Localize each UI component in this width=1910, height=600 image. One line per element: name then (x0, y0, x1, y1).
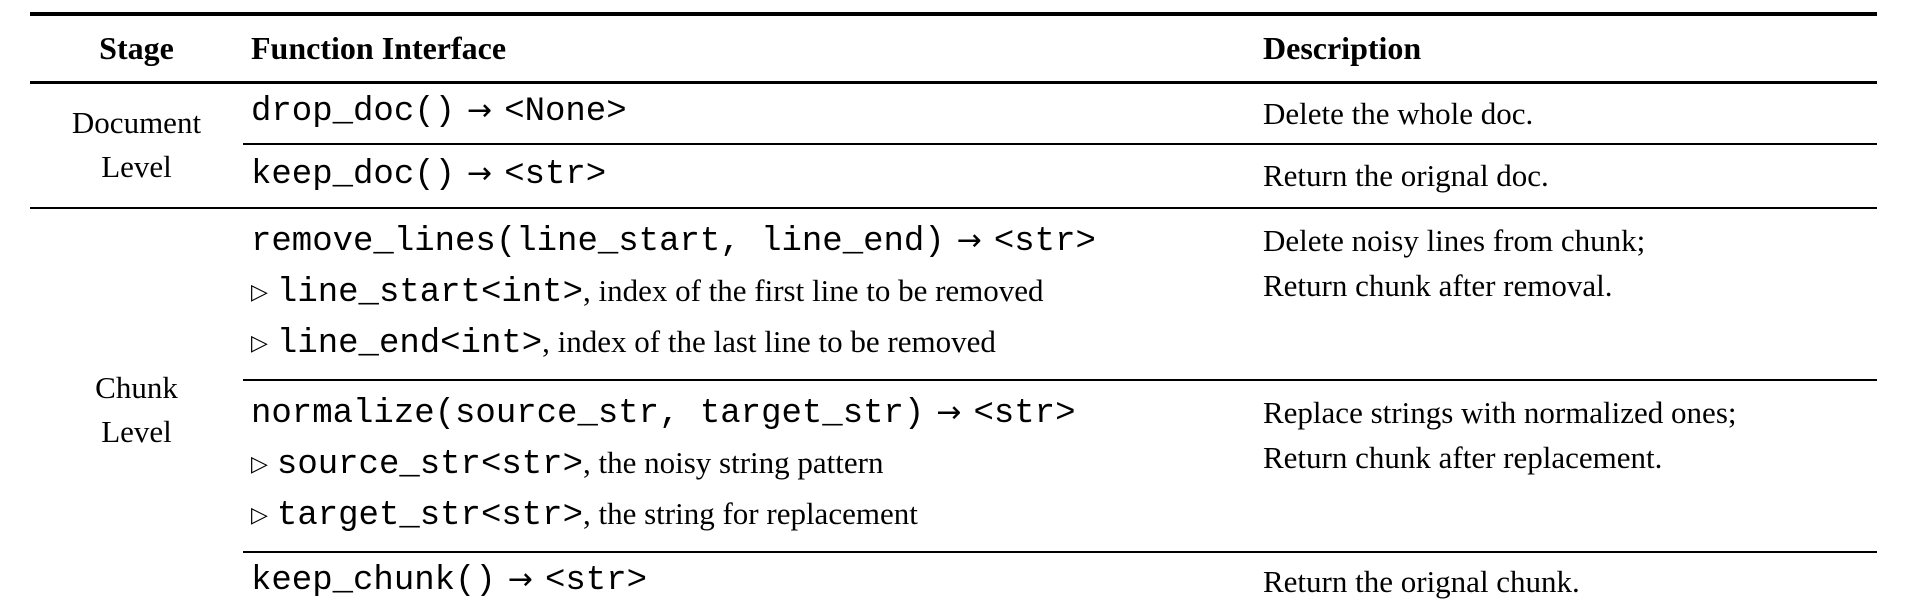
description-cell-drop-doc: Delete the whole doc. (1255, 82, 1877, 145)
row-normalize: normalize(source_str, target_str)→<str> … (30, 379, 1877, 553)
arrow-right-icon: → (467, 155, 493, 191)
row-keep-chunk: keep_chunk() → <str> Return the orignal ch… (30, 552, 1877, 600)
code-line: keep_chunk() → <str> (251, 557, 1254, 600)
row-drop-doc: Document Level drop_doc() → <None> Delete … (30, 82, 1877, 209)
return-type: <str> (993, 222, 1096, 261)
param-code: line_start<int> (276, 273, 583, 312)
function-signature: keep_chunk() (251, 561, 496, 600)
param-text: , index of the first line to be removed (582, 272, 1044, 308)
description-line: Return chunk after removal. (1263, 267, 1613, 303)
param-text: , the string for replacement (582, 495, 918, 531)
description-line: Delete the whole doc. (1263, 95, 1534, 131)
description-line: Replace strings with normalized ones; (1263, 394, 1737, 430)
function-cell-remove-lines: remove_lines(line_start, line_end) → <str>… (243, 207, 1255, 381)
function-signature: keep_doc() (251, 155, 456, 194)
param-text: , the noisy string pattern (582, 444, 884, 480)
triangle-bullet-icon: ▷ (251, 279, 268, 305)
stage-chunk-level: Chunk Level (30, 208, 243, 600)
code-line: normalize(source_str, target_str) → <str> (251, 390, 1254, 440)
function-cell-keep-doc: keep_doc() → <str> (243, 143, 1255, 209)
stage-document-level: Document Level (30, 82, 243, 209)
function-cell-keep-chunk: keep_chunk() → <str> (243, 552, 1255, 600)
row-keep-doc: keep_doc() → <str> Return the orignal doc. (30, 143, 1877, 209)
row-remove-lines: Chunk Level remove_lines(line_start, lin… (30, 207, 1877, 449)
description-cell-keep-chunk: Return the orignal chunk. (1255, 552, 1877, 600)
function-signature: normalize(source_str, target_str) (251, 394, 925, 433)
arrow-right-icon: → (956, 222, 982, 258)
description-line: Return the orignal doc. (1263, 158, 1549, 193)
stage-line: Chunk (95, 369, 178, 405)
code-line: remove_lines(line_start, line_end) → <str> (251, 218, 1254, 268)
function-cell-normalize: normalize(source_str, target_str)→<str> … (243, 379, 1255, 553)
function-signature: remove_lines(line_start, line_end) (251, 222, 945, 261)
param-line: ▷ line_start<int>, index of the first lin… (251, 268, 1254, 319)
description-line: Delete noisy lines from chunk; (1263, 222, 1646, 258)
param-code: line_end<int> (276, 324, 543, 363)
header-description: Description (1255, 14, 1877, 84)
param-line: ▷ source_str<str>, the noisy string patte… (251, 440, 1254, 491)
triangle-bullet-icon: ▷ (251, 330, 268, 356)
return-type: <str> (504, 155, 607, 194)
description-cell-keep-doc: Return the orignal doc. (1255, 143, 1877, 209)
description-line: Return the orignal chunk. (1263, 564, 1580, 599)
param-code: source_str<str> (276, 445, 583, 484)
function-signature: drop_doc() (251, 93, 456, 132)
stage-line: Level (101, 149, 172, 185)
param-code: target_str<str> (276, 496, 583, 535)
param-line: ▷ line_end<int>, index of the last line t… (251, 319, 1254, 370)
param-text: , index of the last line to be removed (542, 323, 996, 359)
description-cell-remove-lines: Delete noisy lines from chunk; Return ch… (1255, 207, 1877, 381)
stage-line: Level (101, 413, 172, 449)
description-cell-normalize: Replace strings with normalized ones; Re… (1255, 379, 1877, 553)
stage-line: Document (71, 105, 202, 141)
arrow-right-icon: → (467, 93, 493, 129)
return-type: <str> (544, 561, 648, 600)
arrow-right-icon: → (507, 561, 533, 597)
function-cell-drop-doc: drop_doc() → <None> (243, 82, 1255, 145)
return-type: <None> (504, 93, 627, 132)
header-stage: Stage (30, 14, 243, 84)
arrow-right-icon: → (936, 394, 962, 430)
code-line: keep_doc() → <str> (251, 151, 1254, 201)
description-line: Return chunk after replacement. (1263, 439, 1663, 475)
return-type: <str> (973, 394, 1076, 433)
header-row: Stage Function Interface Description (30, 14, 1877, 84)
function-interface-table: Stage Function Interface Description Doc… (30, 12, 1877, 600)
triangle-bullet-icon: ▷ (251, 451, 268, 477)
param-line: ▷ target_str<str>, the string for replace… (251, 491, 1254, 542)
triangle-bullet-icon: ▷ (251, 502, 268, 528)
header-function-interface: Function Interface (243, 14, 1255, 84)
code-line: drop_doc() → <None> (251, 88, 1254, 138)
